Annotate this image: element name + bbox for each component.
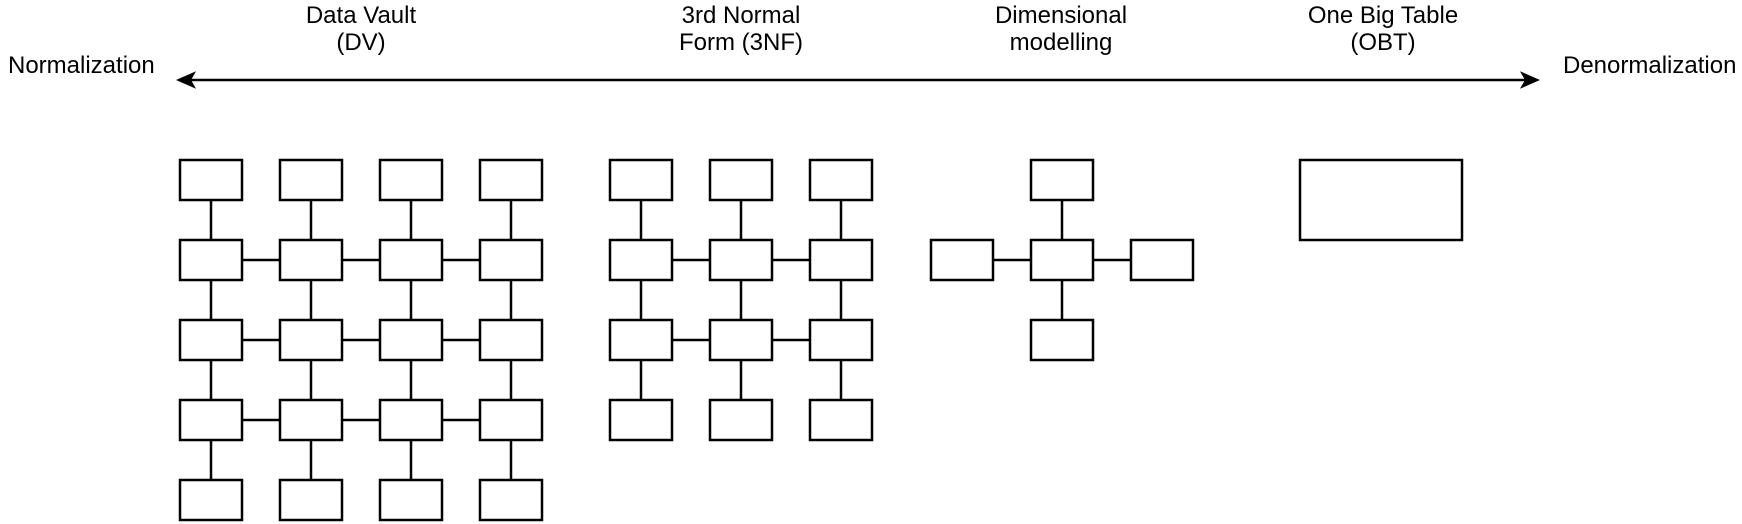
approach-label-line-1: One Big Table [1307,2,1459,29]
third-normal-form-table-box [608,238,674,282]
approach-label-data-vault: Data Vault (DV) [306,2,416,56]
data-vault-table-box [278,478,344,522]
data-vault-table-box [478,398,544,442]
third-normal-form-table-box [808,318,874,362]
data-vault-table-box [378,318,444,362]
third-normal-form-table-box [808,238,874,282]
data-vault-table-box [478,478,544,522]
dimensional-modelling-dimension-box-left [929,238,995,282]
axis-arrowhead-left [176,71,196,89]
third-normal-form-table-box [608,318,674,362]
third-normal-form-table-box [808,158,874,202]
approach-label-line-2: (DV) [336,29,386,56]
data-vault-table-box [178,158,244,202]
approach-label-one-big-table: One Big Table (OBT) [1308,2,1458,56]
third-normal-form-table-box [708,238,774,282]
data-vault-table-box [278,318,344,362]
data-vault-table-box [178,478,244,522]
third-normal-form-table-box [608,158,674,202]
axis-arrowhead-right [1520,71,1540,89]
third-normal-form-table-box [808,398,874,442]
data-vault-table-box [478,318,544,362]
data-vault-table-box [478,238,544,282]
axis-label-denormalization: Denormalization [1563,52,1737,79]
dimensional-modelling-dimension-box-right [1129,238,1195,282]
approach-label-line-2: modelling [1009,29,1113,56]
data-vault-table-box [178,398,244,442]
approach-label-line-2: (OBT) [1350,29,1416,56]
data-vault-table-box [278,398,344,442]
data-vault-table-box [178,238,244,282]
approach-label-dimensional-modelling: Dimensional modelling [995,2,1127,56]
third-normal-form-table-box [708,318,774,362]
dimensional-modelling-fact-box [1029,238,1095,282]
data-vault-table-box [378,238,444,282]
data-vault-table-box [378,478,444,522]
approach-label-line-1: Dimensional [994,2,1128,29]
third-normal-form-table-box [708,398,774,442]
data-vault-table-box [278,158,344,202]
approach-label-line-1: 3rd Normal [681,2,801,29]
approach-label-third-normal-form: 3rd Normal Form (3NF) [679,2,803,56]
data-vault-table-box [378,398,444,442]
data-vault-table-box [178,318,244,362]
data-vault-table-box [478,158,544,202]
axis-label-normalization: Normalization [8,52,155,79]
data-vault-table-box [278,238,344,282]
data-vault-table-box [378,158,444,202]
dimensional-modelling-dimension-box-bottom [1029,318,1095,362]
one-big-table-big-table-box [1298,158,1464,242]
third-normal-form-table-box [708,158,774,202]
approach-label-line-2: Form (3NF) [679,29,803,56]
third-normal-form-table-box [608,398,674,442]
dimensional-modelling-dimension-box-top [1029,158,1095,202]
approach-label-line-1: Data Vault [305,2,417,29]
